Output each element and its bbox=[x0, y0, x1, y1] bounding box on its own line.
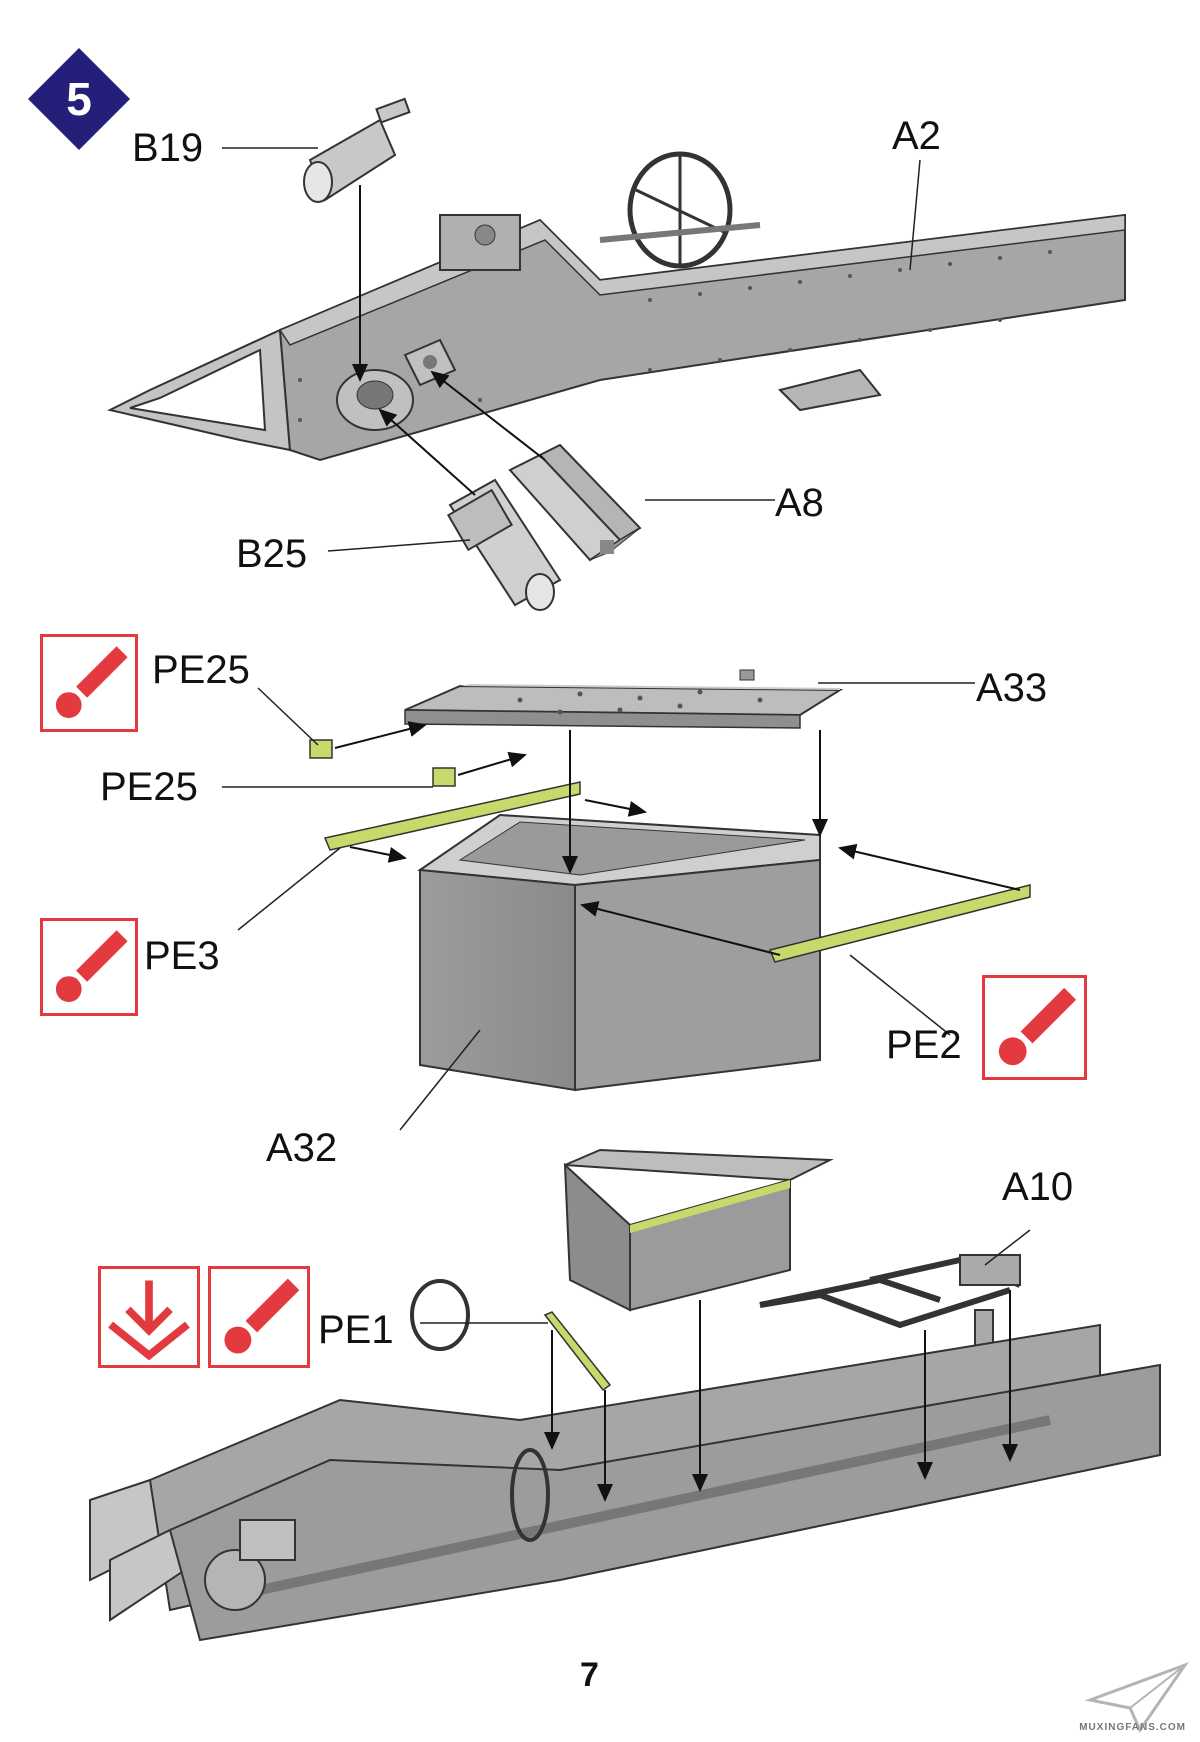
label-pe1: PE1 bbox=[318, 1308, 394, 1352]
trail-assembly bbox=[89, 1279, 1161, 1642]
label-a8: A8 bbox=[775, 481, 824, 525]
glue-icon-box-pe25 bbox=[40, 634, 138, 732]
part-b25 bbox=[446, 478, 562, 611]
watermark-text: MUXINGFANS.COM bbox=[1079, 1722, 1186, 1733]
label-pe25-top: PE25 bbox=[152, 648, 250, 692]
glue-tube-icon bbox=[55, 930, 128, 1002]
label-b25: B25 bbox=[236, 532, 308, 576]
lid-a33 bbox=[404, 669, 844, 729]
trail-arm-a2 bbox=[107, 151, 1126, 462]
label-pe3: PE3 bbox=[144, 934, 220, 978]
assembled-box bbox=[563, 1148, 834, 1312]
photoetch-pe3 bbox=[323, 781, 581, 851]
label-pe25-bottom: PE25 bbox=[100, 765, 198, 809]
photoetch-pe25-b bbox=[432, 767, 456, 787]
label-pe2: PE2 bbox=[886, 1023, 962, 1067]
glue-tube-icon bbox=[55, 646, 128, 718]
glue-icon-box-pe2 bbox=[982, 975, 1087, 1080]
box-a32 bbox=[417, 813, 821, 1092]
diamond-icon bbox=[28, 48, 130, 150]
label-a32: A32 bbox=[266, 1126, 338, 1170]
label-a33: A33 bbox=[976, 666, 1048, 710]
glue-tube-icon bbox=[998, 987, 1077, 1066]
part-b19 bbox=[303, 97, 411, 203]
label-b19: B19 bbox=[132, 126, 204, 170]
glue-tube-icon bbox=[224, 1278, 300, 1354]
label-a10: A10 bbox=[1002, 1165, 1074, 1209]
step-badge: 5 bbox=[24, 44, 134, 154]
glue-icon-box-pe3 bbox=[40, 918, 138, 1016]
bend-icon-box-pe1 bbox=[98, 1266, 200, 1368]
photoetch-pe1 bbox=[543, 1311, 612, 1392]
glue-icon-box-pe1 bbox=[208, 1266, 310, 1368]
paper-plane-logo-icon bbox=[1084, 1661, 1189, 1734]
label-a2: A2 bbox=[892, 114, 941, 158]
step-number: 5 bbox=[66, 73, 92, 125]
bend-arrow-icon bbox=[108, 1280, 190, 1361]
page-number: 7 bbox=[580, 1656, 599, 1694]
photoetch-pe25-a bbox=[309, 739, 333, 759]
part-a8 bbox=[508, 443, 642, 562]
photoetch-pe2 bbox=[768, 884, 1031, 963]
